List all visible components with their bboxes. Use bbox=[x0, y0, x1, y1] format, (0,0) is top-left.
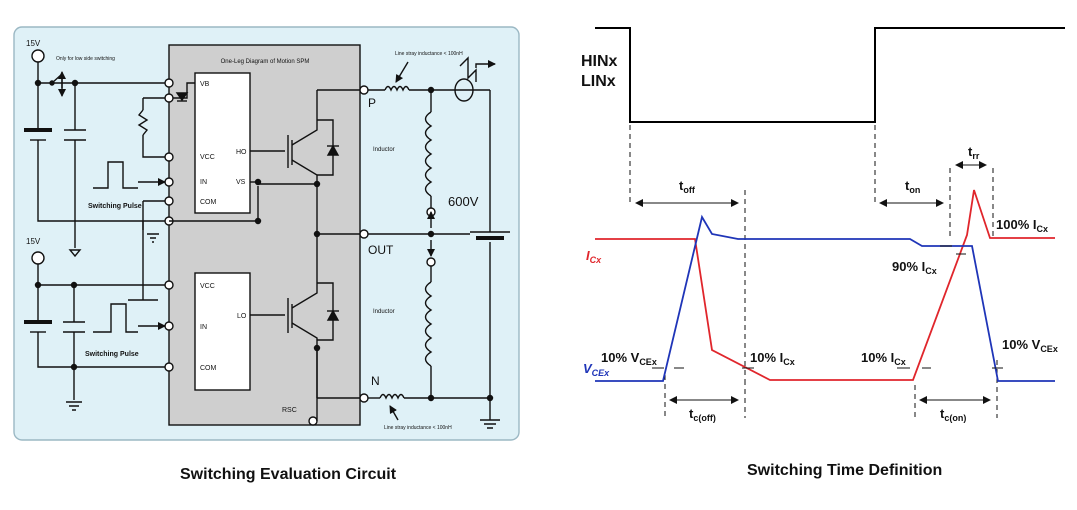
terminal-n: N bbox=[371, 374, 380, 388]
pin-vcc-bottom: VCC bbox=[200, 283, 215, 290]
time-markers bbox=[629, 125, 998, 418]
terminal-p: P bbox=[368, 96, 376, 110]
top-stray-inductor bbox=[384, 85, 410, 92]
pct-10-icx-right-label: 10% ICx bbox=[861, 350, 906, 367]
high-side-driver-ic bbox=[194, 72, 251, 214]
gate-signal-waveform bbox=[595, 27, 1065, 123]
top-switching-pulse bbox=[93, 161, 138, 189]
pct-10-vcex-right-label: 10% VCEx bbox=[1002, 337, 1058, 354]
icx-label: ICx bbox=[586, 248, 602, 265]
pin-ho: HO bbox=[236, 149, 247, 156]
top-supply-label: 15V bbox=[26, 39, 41, 48]
pct-100-icx-label: 100% ICx bbox=[996, 217, 1048, 234]
low-side-driver-ic bbox=[194, 272, 251, 391]
bottom-stray-label: Line stray inductance < 100nH bbox=[384, 425, 452, 431]
rsc-label: RSC bbox=[282, 407, 297, 414]
bottom-inductor-label: Inductor bbox=[373, 309, 395, 315]
bottom-load-inductor bbox=[424, 281, 433, 367]
signal-lin-label: LINx bbox=[581, 73, 616, 90]
pin-com-top: COM bbox=[200, 199, 217, 206]
terminal-out: OUT bbox=[368, 243, 394, 257]
ton-label: ton bbox=[905, 178, 920, 195]
pin-com-bottom: COM bbox=[200, 365, 217, 372]
bottom-stray-inductor bbox=[379, 393, 405, 400]
vcex-label: VCEx bbox=[583, 361, 610, 378]
bootstrap-resistor bbox=[137, 109, 149, 136]
pin-vb: VB bbox=[200, 81, 210, 88]
pin-lo: LO bbox=[237, 313, 247, 320]
top-stray-label: Line stray inductance < 100nH bbox=[395, 51, 463, 57]
toff-label: toff bbox=[679, 178, 696, 195]
tc-off-label: tc(off) bbox=[689, 406, 716, 423]
module-title: One-Leg Diagram of Motion SPM bbox=[221, 59, 310, 65]
pct-10-vcex-left-label: 10% VCEx bbox=[601, 350, 657, 367]
bottom-supply-terminal bbox=[31, 251, 45, 265]
pin-in-bottom: IN bbox=[200, 324, 207, 331]
ic-current-waveform bbox=[595, 189, 1055, 381]
low-side-note: Only for low side switching bbox=[56, 56, 115, 62]
pct-10-icx-left-label: 10% ICx bbox=[750, 350, 795, 367]
pin-vs: VS bbox=[236, 179, 246, 186]
trr-label: trr bbox=[968, 144, 980, 161]
current-probe bbox=[454, 78, 474, 102]
circuit-caption: Switching Evaluation Circuit bbox=[180, 466, 397, 483]
top-load-inductor bbox=[424, 111, 433, 197]
top-pulse-label: Switching Pulse bbox=[88, 203, 142, 210]
tc-on-label: tc(on) bbox=[940, 406, 966, 423]
dc-voltage-label: 600V bbox=[448, 194, 479, 209]
bottom-switching-pulse bbox=[93, 303, 138, 333]
top-supply-terminal bbox=[31, 49, 45, 63]
switching-time-definition: HINx LINx bbox=[581, 27, 1065, 423]
switching-evaluation-circuit: One-Leg Diagram of Motion SPM VB VCC IN … bbox=[13, 26, 520, 441]
pin-vcc-top: VCC bbox=[200, 154, 215, 161]
timing-caption: Switching Time Definition bbox=[747, 462, 943, 479]
top-inductor-label: Inductor bbox=[373, 147, 395, 153]
pct-90-icx-label: 90% ICx bbox=[892, 259, 937, 276]
vce-voltage-waveform bbox=[595, 214, 1055, 382]
pin-in-top: IN bbox=[200, 179, 207, 186]
bottom-pulse-label: Switching Pulse bbox=[85, 351, 139, 358]
signal-hin-label: HINx bbox=[581, 53, 618, 70]
bottom-supply-label: 15V bbox=[26, 237, 41, 246]
